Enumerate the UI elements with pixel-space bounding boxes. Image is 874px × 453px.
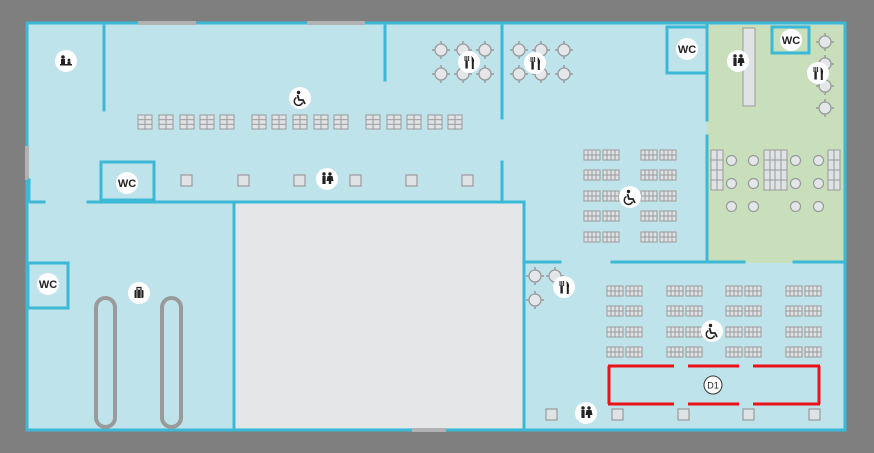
svg-text:WC: WC — [118, 178, 136, 190]
restroom-room — [26, 261, 70, 310]
baggage-carousel — [94, 296, 183, 429]
fork-knife-icon — [458, 51, 480, 73]
restroom-label: WC — [116, 172, 138, 194]
restroom-pair-icon — [575, 402, 597, 424]
luggage-icon — [127, 281, 151, 305]
restroom-pair-icon — [316, 168, 338, 190]
svg-text:WC: WC — [678, 44, 696, 56]
restroom-room — [99, 160, 156, 202]
fork-knife-icon — [807, 62, 829, 84]
wheelchair-icon — [700, 319, 724, 343]
doorways — [25, 21, 446, 432]
gate-label: D1 — [707, 381, 719, 391]
svg-text:WC: WC — [782, 35, 800, 47]
restroom-label: WC — [780, 29, 802, 51]
restroom-label: WC — [37, 273, 59, 295]
seating-row — [137, 114, 463, 130]
fork-knife-icon — [553, 276, 575, 298]
wheelchair-icon — [618, 185, 642, 209]
restroom-room — [770, 25, 811, 55]
restroom-pair-icon — [727, 50, 749, 72]
restroom-label: WC — [676, 38, 698, 60]
gate-d1-frame — [607, 364, 821, 406]
restroom-room — [665, 25, 709, 75]
fork-knife-icon — [524, 52, 546, 74]
svg-text:WC: WC — [39, 279, 57, 291]
gate-d1-label[interactable]: D1 — [703, 375, 723, 395]
family-icon — [55, 50, 77, 72]
central-atrium — [234, 202, 524, 428]
wheelchair-icon — [288, 86, 312, 110]
